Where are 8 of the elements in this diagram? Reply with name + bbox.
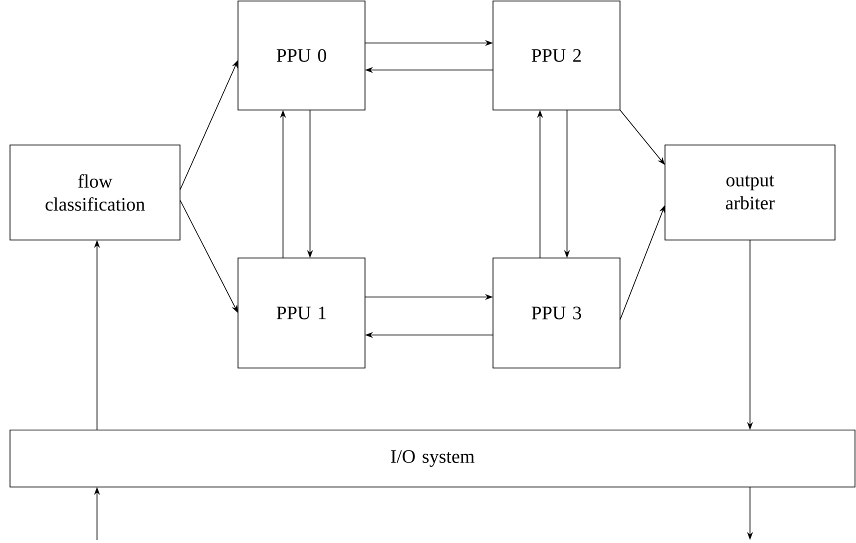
- arrow: [620, 110, 665, 165]
- process-box: flow classification: [10, 144, 180, 240]
- system-bar: I/O system: [10, 430, 856, 488]
- process-box: PPU 1: [238, 258, 366, 368]
- process-box: PPU 0: [238, 0, 366, 110]
- process-box: PPU 2: [492, 0, 620, 110]
- process-box: output arbiter: [664, 144, 836, 240]
- process-box: PPU 3: [492, 258, 620, 368]
